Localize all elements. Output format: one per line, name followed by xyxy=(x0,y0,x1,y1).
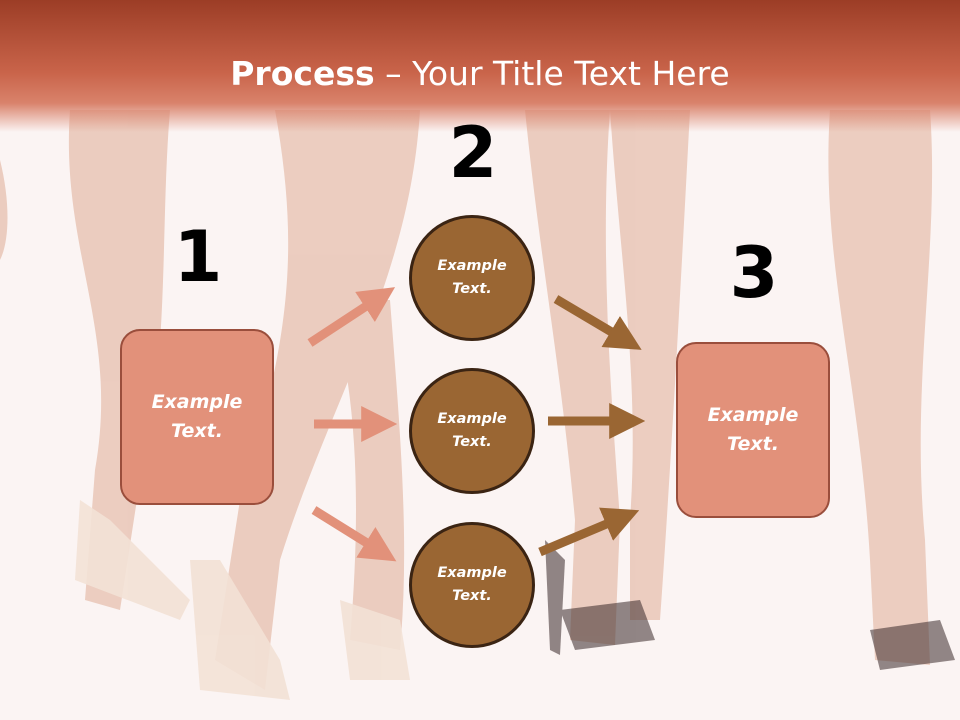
right-box[interactable]: Example Text. xyxy=(676,342,830,518)
step-number-2: 2 xyxy=(448,112,498,194)
arrow-icon xyxy=(311,506,397,562)
circle-bottom[interactable]: Example Text. xyxy=(409,522,535,648)
left-box[interactable]: Example Text. xyxy=(120,329,274,505)
title-bold: Process xyxy=(230,54,375,93)
circle-top[interactable]: Example Text. xyxy=(409,215,535,341)
page-title: Process – Your Title Text Here xyxy=(0,52,960,96)
title-rest: – Your Title Text Here xyxy=(374,54,730,93)
left-box-text: Example Text. xyxy=(151,391,243,442)
circle-middle[interactable]: Example Text. xyxy=(409,368,535,494)
arrow-icon xyxy=(538,507,640,557)
right-box-text: Example Text. xyxy=(707,404,799,455)
arrow-icon xyxy=(553,295,642,350)
circle-bottom-text: Example Text. xyxy=(437,565,507,604)
circle-middle-text: Example Text. xyxy=(437,411,507,450)
title-banner xyxy=(0,0,960,132)
circle-top-text: Example Text. xyxy=(437,258,507,297)
step-number-3: 3 xyxy=(729,232,779,314)
step-number-1: 1 xyxy=(173,216,223,298)
arrow-icon xyxy=(307,287,396,347)
